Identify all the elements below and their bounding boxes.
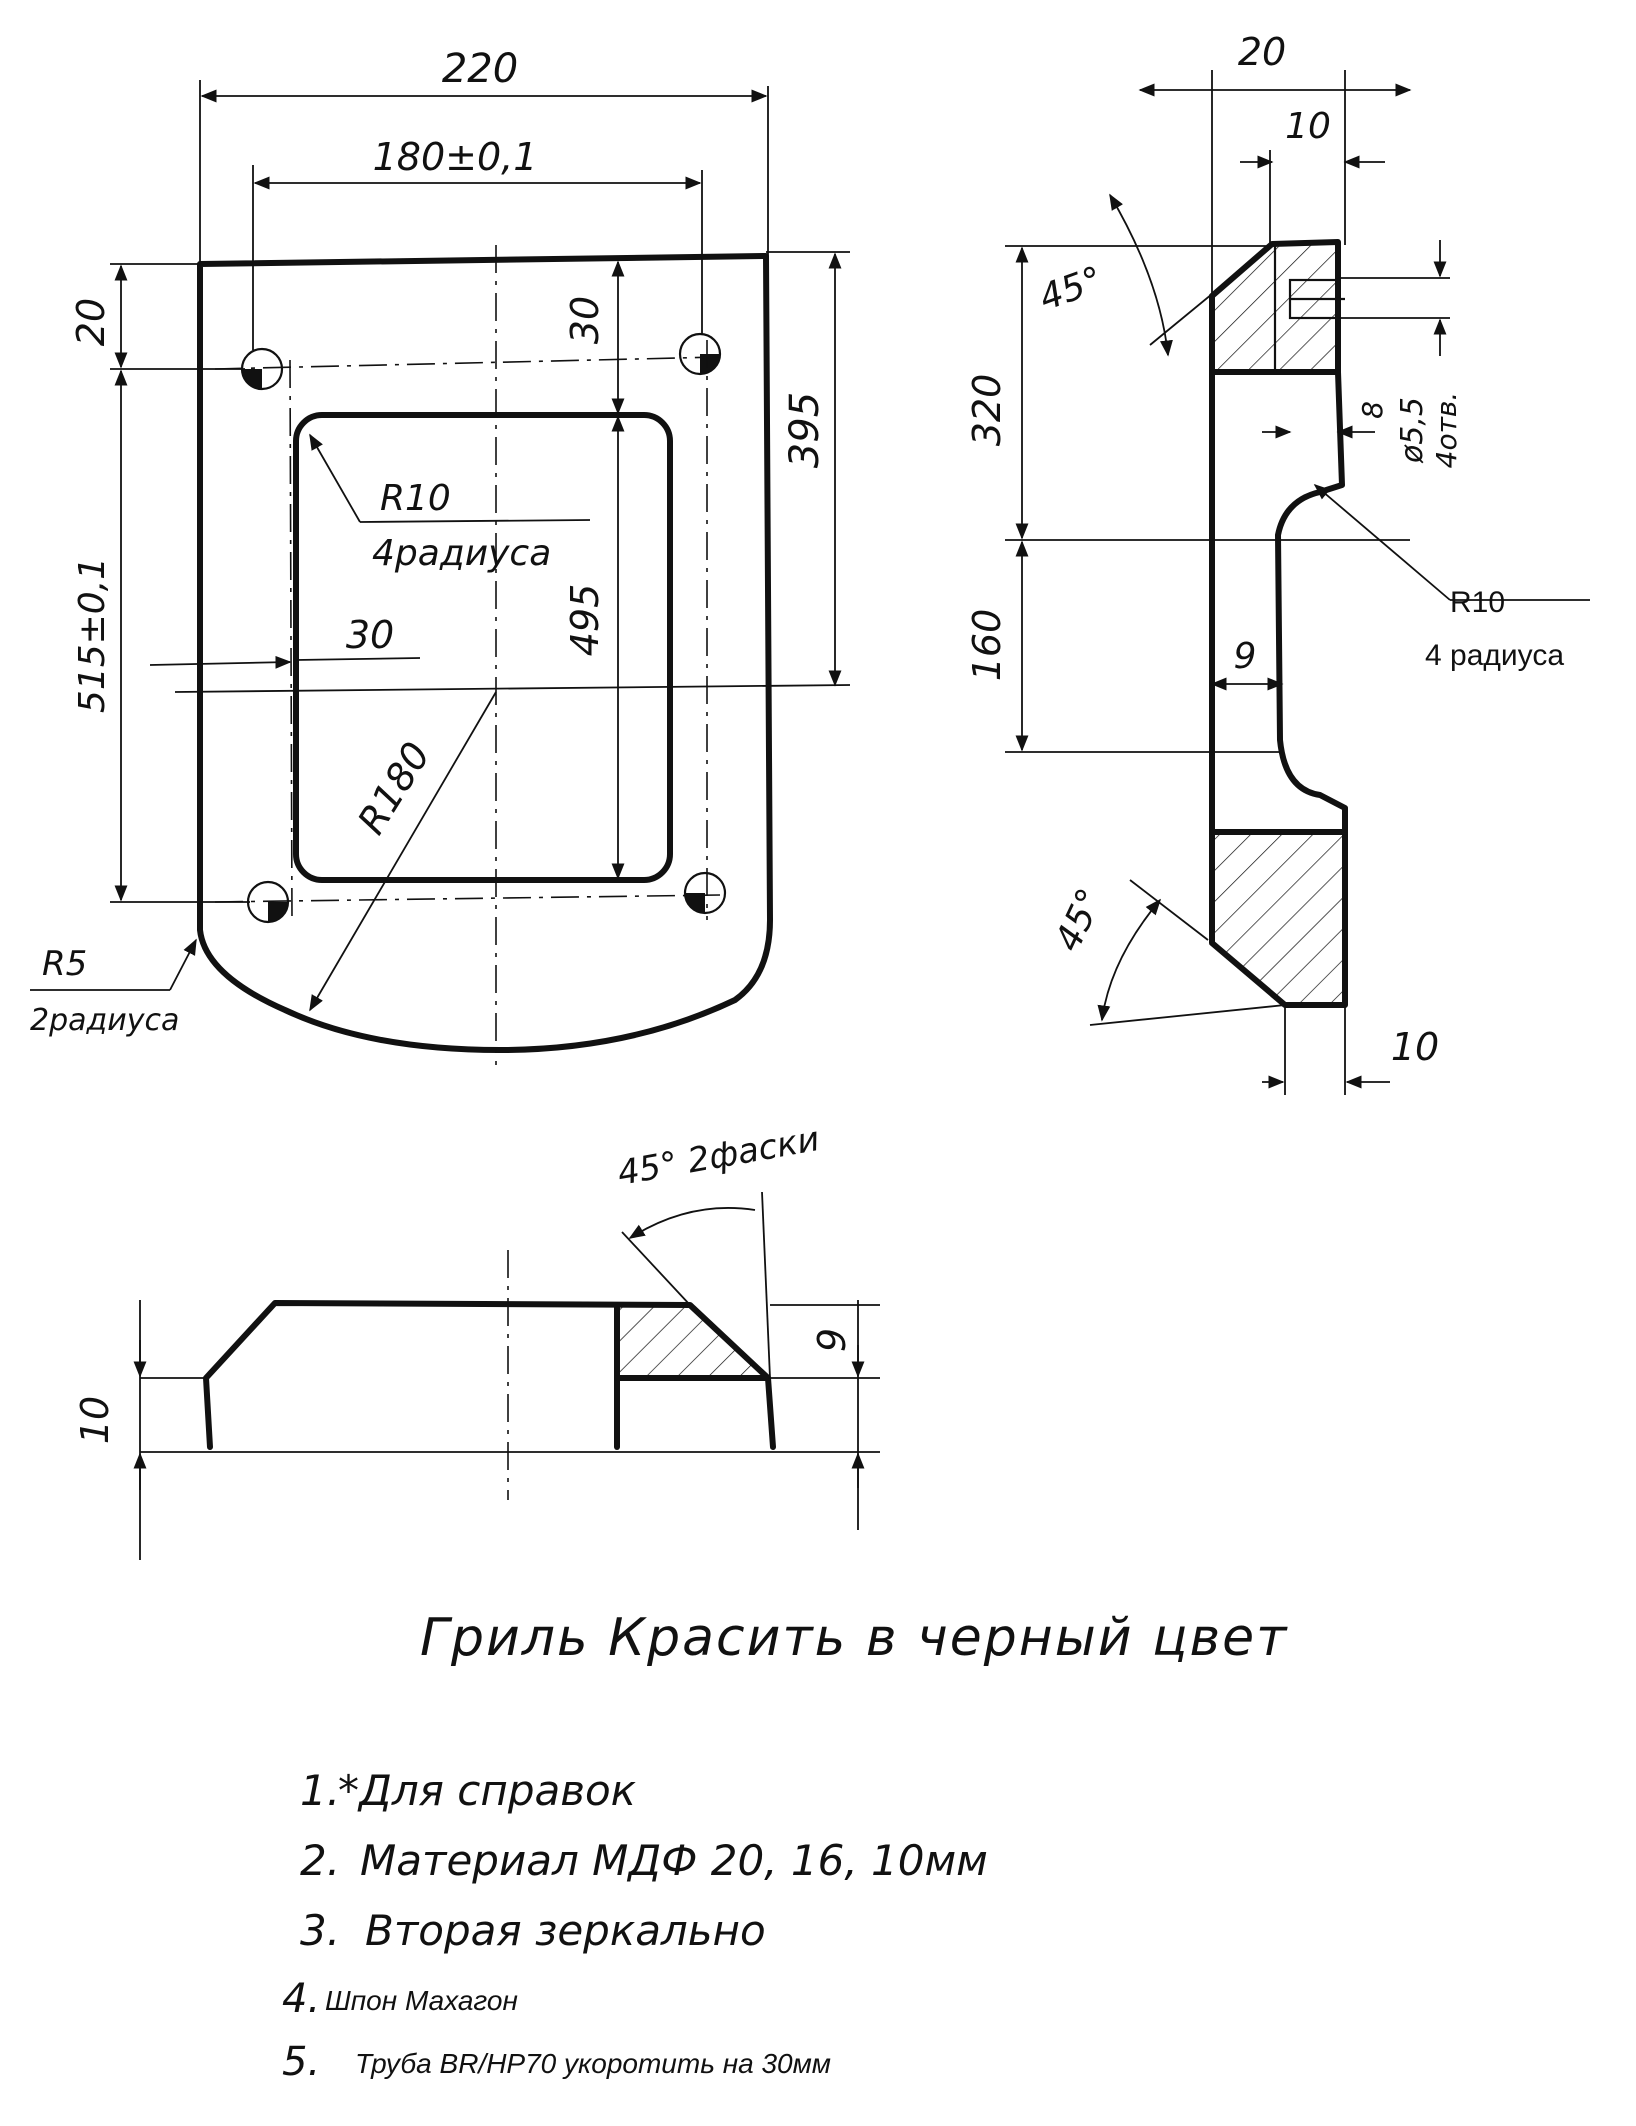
dim-height-395: 395 [782, 392, 828, 468]
side-view: 20 10 45° 320 160 8 ø5,5 4отв. R10 4 рад… [965, 30, 1590, 1095]
side-dim-320: 320 [965, 374, 1009, 447]
note-3-num: 3. [300, 1906, 340, 1955]
front-view: 220 180±0,1 20 30 395 495 515±0,1 30 R18… [30, 46, 851, 1065]
section-hatch [617, 1307, 768, 1378]
side-bottom-block [1210, 832, 1345, 1005]
note-4-text: Шпон Махагон [325, 1985, 518, 2016]
paint-note: Гриль Красить в черный цвет [420, 1608, 1288, 1668]
side-dim-8: 8 [1356, 401, 1389, 419]
side-dim-9: 9 [1234, 636, 1257, 677]
note-r5: R5 [42, 944, 87, 984]
side-dim-hole-count: 4отв. [1430, 392, 1463, 469]
side-note-r10: R10 [1450, 586, 1505, 619]
side-dim-step-10: 10 [1285, 106, 1331, 147]
note-3-text: Вторая зеркально [365, 1906, 766, 1955]
dim-window-top-30: 30 [563, 296, 607, 344]
section-dim-9: 9 [810, 1328, 854, 1352]
front-outline [197, 253, 773, 1053]
dim-width-220: 220 [442, 46, 518, 92]
note-r10-count: 4радиуса [372, 533, 551, 574]
side-dim-thickness-20: 20 [1238, 30, 1286, 74]
notes-block: Гриль Красить в черный цвет 1. *Для спра… [282, 1608, 1288, 2085]
side-dim-angle-top: 45° [1034, 259, 1108, 319]
note-1-text: *Для справок [338, 1766, 637, 1815]
side-dim-hole: ø5,5 [1395, 397, 1430, 464]
note-4-num: 4. [282, 1976, 320, 2022]
dim-top-offset-20: 20 [69, 298, 113, 346]
section-view: 45° 2фаски 9 10 [73, 1119, 880, 1560]
note-5-text: Труба BR/HP70 укоротить на 30мм [355, 2048, 831, 2079]
mounting-holes [240, 332, 727, 924]
side-dim-bottom-10: 10 [1391, 1025, 1439, 1069]
dim-window-side-30: 30 [346, 613, 394, 657]
side-dim-160: 160 [965, 609, 1009, 682]
note-2-num: 2. [300, 1836, 340, 1885]
section-chamfer-note: 45° 2фаски [615, 1119, 823, 1194]
side-dim-angle-bottom: 45° [1048, 883, 1112, 958]
note-2-text: Материал МДФ 20, 16, 10мм [360, 1836, 988, 1885]
dim-window-height-495: 495 [563, 584, 607, 657]
front-window [293, 412, 673, 883]
note-r5-count: 2радиуса [30, 1003, 179, 1038]
side-note-r10-count: 4 радиуса [1425, 639, 1564, 672]
dim-radius-r180: R180 [349, 735, 439, 842]
note-r10: R10 [380, 478, 451, 519]
note-5-num: 5. [282, 2039, 320, 2085]
dim-hole-spacing: 180±0,1 [373, 135, 538, 179]
note-1-num: 1. [300, 1766, 340, 1815]
section-dim-10: 10 [73, 1396, 117, 1444]
dim-hole-vertical-515: 515±0,1 [72, 557, 113, 713]
